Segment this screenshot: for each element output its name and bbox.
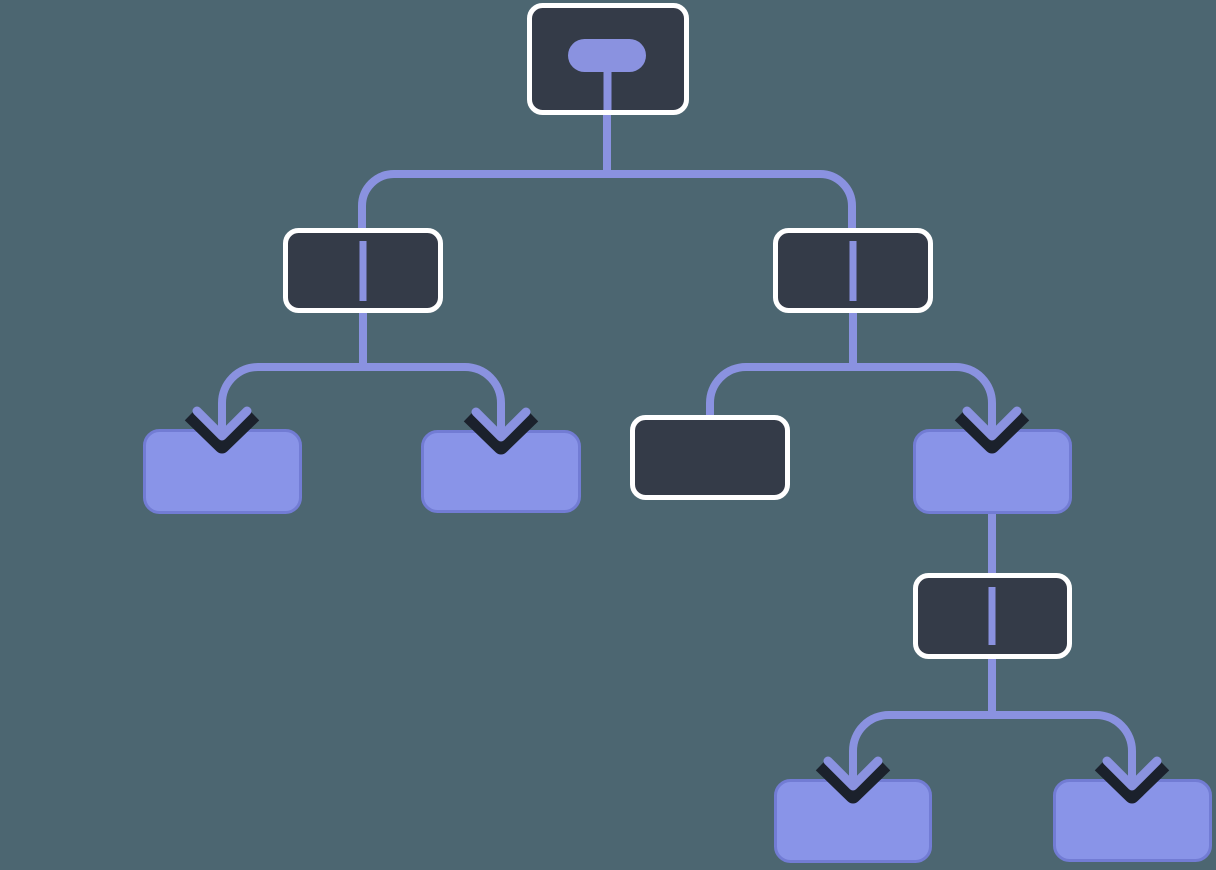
arrowhead-leaf-mid-right [954, 403, 1030, 454]
arrowhead-leaf-far-left [184, 403, 260, 454]
chevron-down-dark-icon [815, 759, 891, 804]
chevron-down-dark-icon [463, 410, 539, 455]
root-pill-stem [603, 70, 612, 110]
chevron-down-purple-icon [192, 406, 252, 441]
chevron-down-purple-icon [471, 407, 531, 442]
chevron-down-purple-icon [823, 756, 883, 791]
connectors [218, 114, 1136, 781]
connector-left-branch [218, 363, 505, 432]
branch-left-vertical-line-icon [359, 241, 367, 301]
node-plain-dark-box [630, 415, 790, 500]
chevron-down-dark-icon [954, 409, 1030, 454]
arrowhead-leaf-bottom-right [1094, 753, 1170, 804]
branch-lower-vertical-line-icon [988, 587, 996, 645]
node-branch-right [773, 228, 933, 313]
connector-bottom-branch [849, 711, 1136, 781]
connector-level1-branch [358, 170, 856, 229]
nodes [143, 3, 1212, 863]
branch-right-vertical-line-icon [849, 241, 857, 301]
arrowhead-leaf-bottom-left [815, 753, 891, 804]
node-branch-left [283, 228, 443, 313]
chevron-down-purple-icon [1102, 756, 1162, 791]
node-plain-dark [630, 415, 790, 500]
node-branch-lower [913, 573, 1072, 659]
chevron-down-dark-icon [184, 409, 260, 454]
chevron-down-purple-icon [962, 406, 1022, 441]
connector-right-branch [706, 363, 996, 431]
arrowheads [184, 403, 1170, 804]
chevron-down-dark-icon [1094, 759, 1170, 804]
root-pill-icon [568, 39, 646, 72]
arrowhead-leaf-mid-left [463, 404, 539, 455]
node-root [527, 3, 689, 115]
